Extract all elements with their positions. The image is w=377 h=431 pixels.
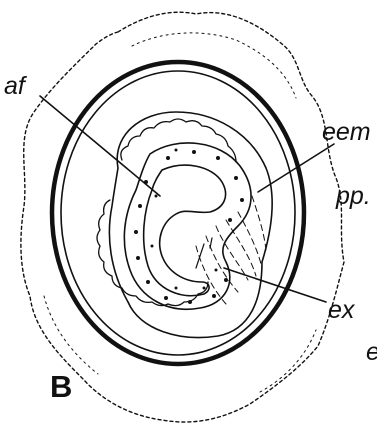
leader-eem <box>258 144 334 192</box>
embryo-body-inner <box>144 165 226 296</box>
label-eem: eem <box>322 118 371 146</box>
label-af: af <box>4 72 28 100</box>
hatching-dashes <box>196 238 212 268</box>
label-e: e <box>366 338 377 366</box>
label-pp: pp. <box>335 182 371 210</box>
label-ex: ex <box>328 296 356 324</box>
panel-letter: B <box>50 369 72 404</box>
leader-af <box>40 96 160 196</box>
leader-ex <box>224 268 326 302</box>
